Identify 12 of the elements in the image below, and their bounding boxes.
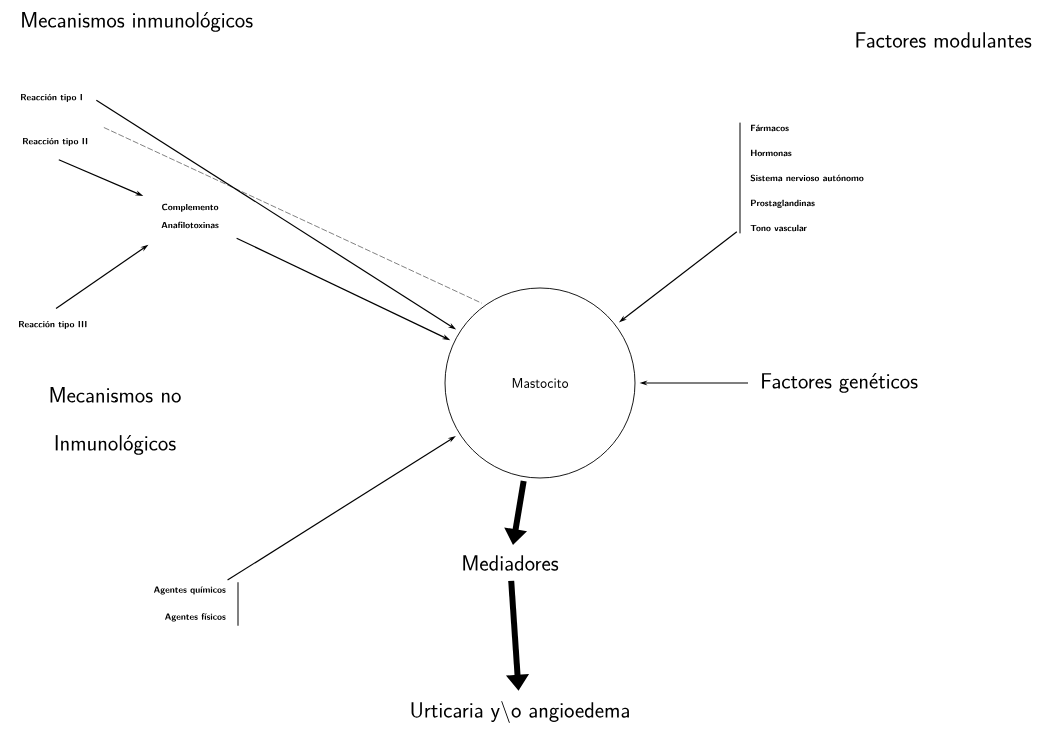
heading: Factores modulantes: [856, 32, 1032, 48]
node-label: Factores genéticos: [762, 373, 918, 393]
heading: Mecanismos inmunológicos: [22, 12, 253, 32]
node-label: Reacción tipo III: [19, 321, 87, 329]
bracketed-list: Fármacos Hormonas Sistema nervioso autónomo Prostaglandinas Tono vascular: [739, 122, 864, 234]
node-label: Reacción tipo II: [23, 138, 88, 146]
node-label: Mediadores: [463, 555, 559, 571]
node-label: Complemento Anafilotoxinas: [161, 203, 219, 229]
node-label: Urticaria y\o angioedema: [411, 701, 629, 723]
bracketed-list: Agentes químicos Agentes físicos: [154, 581, 239, 627]
heading: Mecanismos no Inmunológicos: [50, 387, 181, 455]
node-label: Reacción tipo I: [21, 94, 82, 102]
